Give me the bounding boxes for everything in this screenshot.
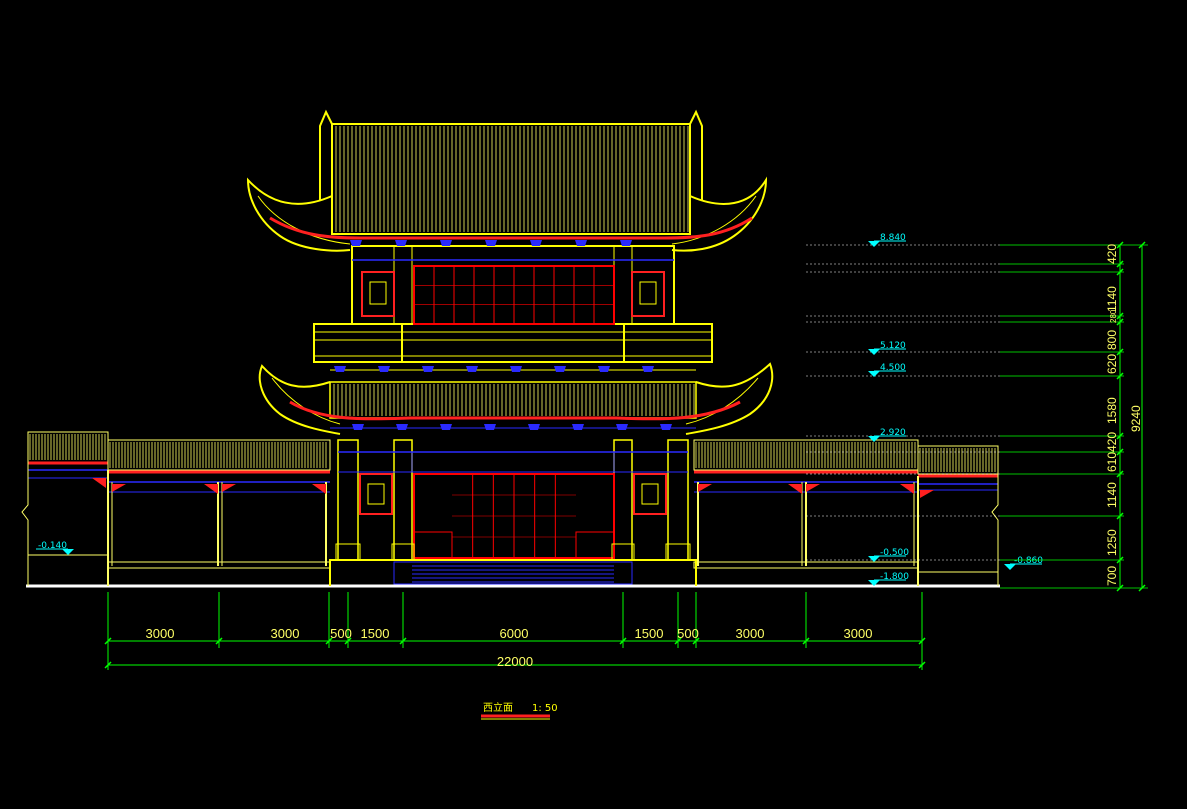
elevation-5120: 5.120 <box>868 341 906 355</box>
vdim-segment: 420 <box>1105 432 1119 452</box>
elevation-minus-0140: -0.140 <box>36 541 74 555</box>
elevation-4500: 4.500 <box>868 363 906 377</box>
dim-segment: 6000 <box>500 626 529 641</box>
elevation-2920: 2.920 <box>868 428 906 442</box>
elevation-label: -1.800 <box>880 572 909 582</box>
upper-hall <box>351 245 675 325</box>
balcony <box>313 323 713 372</box>
lower-hall <box>329 439 697 586</box>
dim-segment: 3000 <box>844 626 873 641</box>
elevation-label: 8.840 <box>880 233 906 243</box>
vdim-segment: 420 <box>1105 244 1119 264</box>
vdim-segment: 620 <box>1105 354 1119 374</box>
elevation-label: -0.140 <box>38 541 67 551</box>
vdim-total: 9240 <box>1129 405 1143 432</box>
dim-segment: 3000 <box>736 626 765 641</box>
lower-eave-roof <box>258 362 774 435</box>
vdim-segment: 700 <box>1105 566 1119 586</box>
dim-total: 22000 <box>497 654 533 669</box>
horizontal-dimensions: 3000 3000 500 1500 6000 1500 500 3000 30… <box>104 592 926 670</box>
elevation-minus-1800: -1.800 <box>868 572 909 586</box>
dim-segment: 1500 <box>361 626 390 641</box>
vdim-segment: 800 <box>1105 330 1119 350</box>
elevation-label: -0.500 <box>880 548 909 558</box>
vdim-segment: 1580 <box>1105 397 1119 424</box>
vdim-segment: 1140 <box>1105 482 1119 508</box>
title-scale: 1: 50 <box>532 703 558 714</box>
drawing-title: 西立面 1: 50 <box>481 701 558 720</box>
title-name: 西立面 <box>483 701 513 714</box>
elevation-label: 4.500 <box>880 363 906 373</box>
elevation-label: 5.120 <box>880 341 906 351</box>
dim-segment: 1500 <box>635 626 664 641</box>
vdim-segment: 1250 <box>1105 529 1119 556</box>
elevation-8840: 8.840 <box>868 233 906 247</box>
elevation-minus-0500: -0.500 <box>868 548 909 562</box>
elevation-minus-0860: -0.860 <box>1004 556 1043 570</box>
dim-segment: 3000 <box>146 626 175 641</box>
vdim-segment: 610 <box>1105 452 1119 472</box>
vdim-segment: 1140 <box>1105 286 1119 312</box>
right-corridor <box>693 439 999 586</box>
elevation-markers: 8.840 5.120 4.500 2.920 -0.500 -1.800 <box>36 233 1043 586</box>
left-corridor <box>21 431 331 586</box>
dim-segment: 500 <box>330 626 352 641</box>
vdim-segment: 280 <box>1109 309 1118 323</box>
elevation-label: -0.860 <box>1014 556 1043 566</box>
upper-roof <box>246 109 768 252</box>
vertical-dimensions: 700 1250 1140 610 420 1580 620 800 280 1… <box>1000 241 1148 592</box>
dim-segment: 3000 <box>271 626 300 641</box>
dim-segment: 500 <box>677 626 699 641</box>
elevation-label: 2.920 <box>880 428 906 438</box>
